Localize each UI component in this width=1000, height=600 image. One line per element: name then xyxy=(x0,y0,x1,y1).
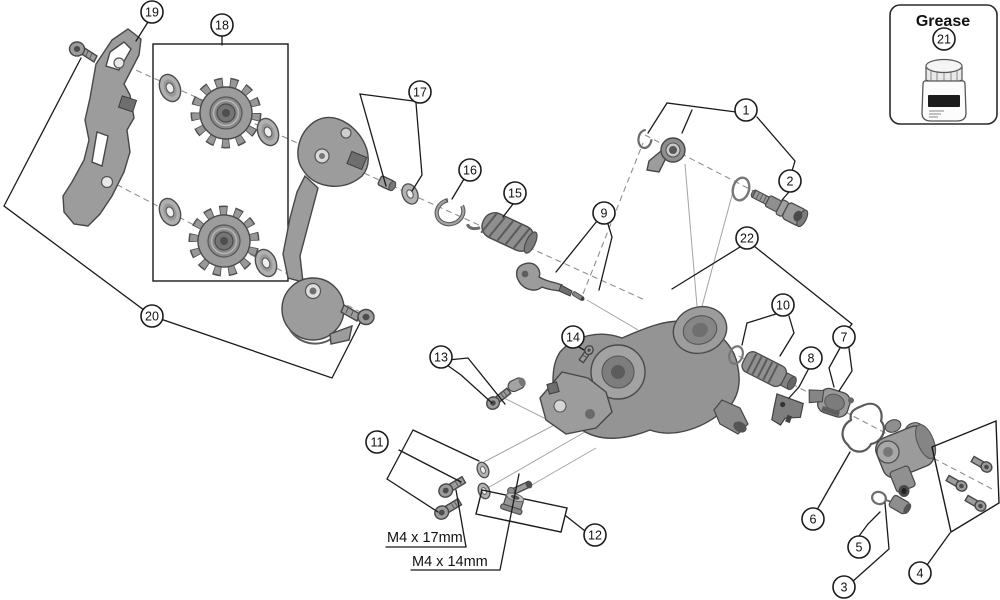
svg-text:10: 10 xyxy=(776,299,790,313)
cable-fixing-plate xyxy=(771,393,804,426)
callout-8: 8 xyxy=(799,346,823,370)
plate-bolt xyxy=(340,304,375,326)
svg-text:21: 21 xyxy=(937,33,951,47)
svg-text:17: 17 xyxy=(413,86,427,100)
svg-text:1: 1 xyxy=(743,104,750,118)
inner-plate xyxy=(62,28,142,227)
svg-text:18: 18 xyxy=(215,19,229,33)
setting-screw xyxy=(578,345,594,364)
callout-16: 16 xyxy=(458,158,482,182)
svg-text:6: 6 xyxy=(810,513,817,527)
cable-adjust-barrel xyxy=(741,351,797,391)
callout-7: 7 xyxy=(832,325,856,349)
barrel-o-ring xyxy=(728,345,744,365)
callout-12: 12 xyxy=(583,523,607,547)
b-link-hook xyxy=(515,262,573,297)
motor-unit xyxy=(875,419,937,497)
svg-text:12: 12 xyxy=(588,529,602,543)
switch-unit xyxy=(808,387,854,418)
svg-text:14: 14 xyxy=(566,331,580,345)
bolt-spec-17mm-label: M4 x 17mm xyxy=(387,530,463,546)
callout-6: 6 xyxy=(801,507,825,531)
callout-19: 19 xyxy=(140,0,164,24)
svg-text:4: 4 xyxy=(917,567,924,581)
guide-pulley xyxy=(190,77,262,149)
callout-9: 9 xyxy=(592,201,616,225)
cover-screw xyxy=(970,455,993,473)
svg-text:16: 16 xyxy=(463,164,477,178)
snap-ring xyxy=(434,197,466,227)
b-axle-bolt xyxy=(750,189,809,228)
cable-guide-bracket xyxy=(646,137,686,173)
b-axle-o-ring xyxy=(731,176,751,202)
leader-lines xyxy=(3,21,951,583)
svg-text:7: 7 xyxy=(841,331,848,345)
callout-3: 3 xyxy=(832,575,856,599)
grease-label: Grease xyxy=(916,13,970,30)
bracket-plate xyxy=(539,371,613,435)
callout-2: 2 xyxy=(778,169,802,193)
svg-text:20: 20 xyxy=(145,310,159,324)
cover-screw xyxy=(945,474,968,492)
svg-text:13: 13 xyxy=(434,351,448,365)
svg-text:15: 15 xyxy=(508,187,522,201)
callout-13: 13 xyxy=(429,345,453,369)
svg-text:2: 2 xyxy=(787,175,794,189)
svg-text:22: 22 xyxy=(740,232,754,246)
outer-plate xyxy=(281,116,369,345)
tension-spring xyxy=(466,212,538,254)
link-pin xyxy=(571,291,585,301)
plate-stopper-bolt xyxy=(68,41,98,64)
grease-jar xyxy=(921,58,967,122)
callout-14: 14 xyxy=(561,325,585,349)
callout-10: 10 xyxy=(771,293,795,317)
pulley-set-box xyxy=(152,43,289,282)
callout-21: 21 xyxy=(932,27,956,51)
svg-text:8: 8 xyxy=(808,352,815,366)
cover-screws xyxy=(931,419,1000,534)
callout-5: 5 xyxy=(847,535,871,559)
callout-4: 4 xyxy=(908,561,932,585)
bolt-spec-14mm-label: M4 x 14mm xyxy=(412,554,488,570)
gasket-seal xyxy=(841,402,886,453)
mount-bolts xyxy=(434,461,491,520)
callout-17: 17 xyxy=(408,80,432,104)
callout-11: 11 xyxy=(365,430,389,454)
limit-bolt xyxy=(486,377,526,410)
callout-15: 15 xyxy=(503,181,527,205)
callout-1: 1 xyxy=(734,98,758,122)
wire-plug xyxy=(871,490,912,515)
callout-18: 18 xyxy=(210,13,234,37)
pulley-washers xyxy=(158,73,280,278)
svg-text:3: 3 xyxy=(841,581,848,595)
svg-text:9: 9 xyxy=(601,207,608,221)
pivot-washer xyxy=(401,183,419,205)
svg-text:19: 19 xyxy=(145,6,159,20)
svg-text:5: 5 xyxy=(856,541,863,555)
stopper-clip xyxy=(637,128,653,150)
svg-text:11: 11 xyxy=(371,436,384,450)
tension-pulley xyxy=(188,205,260,277)
cover-screw xyxy=(964,494,987,512)
callout-20: 20 xyxy=(140,304,164,328)
grease-box: Grease xyxy=(889,4,998,125)
callout-22: 22 xyxy=(735,226,759,250)
pivot-nut xyxy=(377,175,397,192)
